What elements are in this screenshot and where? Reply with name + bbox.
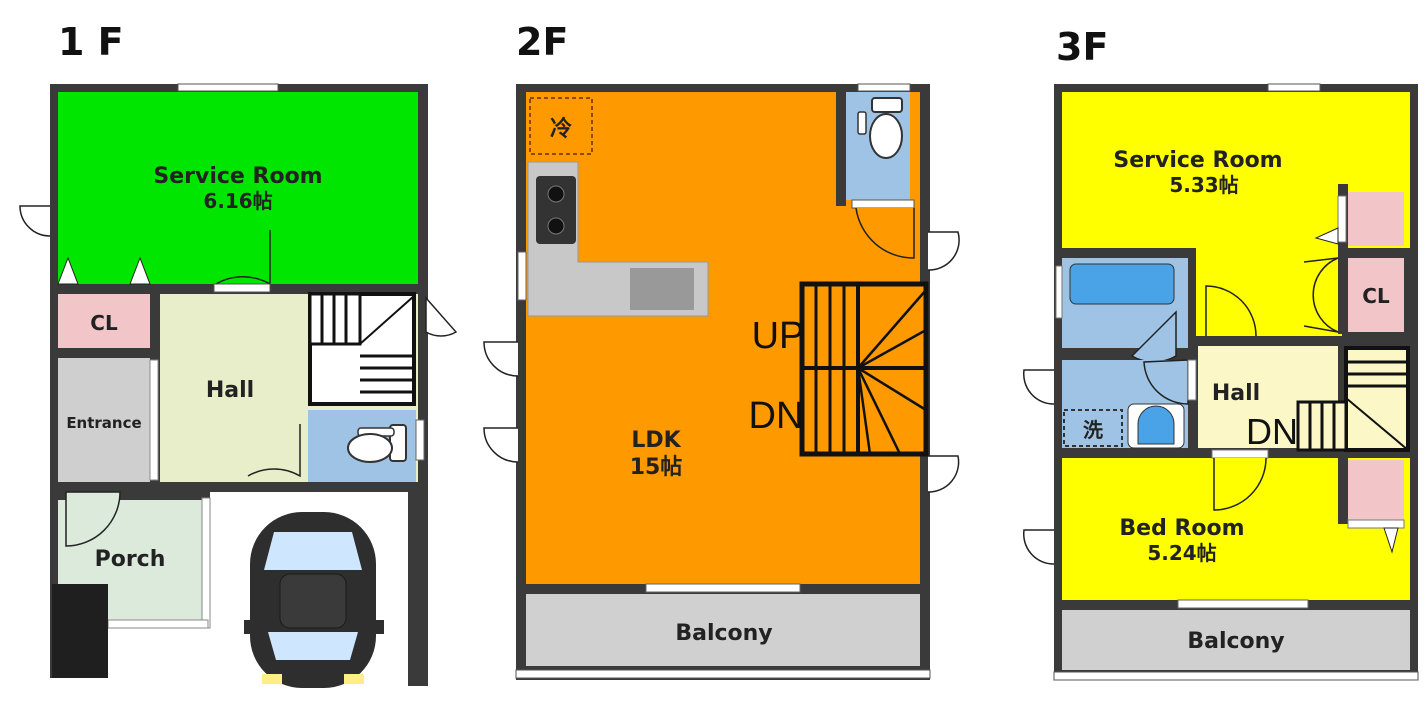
f1-closet-door-left[interactable] [57, 256, 79, 285]
sink-icon [630, 268, 694, 310]
f1-service-room [58, 92, 418, 284]
f1-porch-label: Porch [95, 547, 166, 572]
floor-2-title: 2F [516, 20, 568, 64]
f3-dn-label: DN [1246, 411, 1298, 452]
car-icon [244, 512, 384, 688]
f2-toilet-icon [857, 97, 903, 159]
f1-entrance-label: Entrance [66, 414, 141, 432]
floor-1-title: 1 F [58, 20, 124, 64]
f3-left-window-2 [1022, 529, 1055, 565]
f3-washer [1063, 409, 1123, 447]
f3-bed-door[interactable] [1213, 457, 1267, 511]
f1-window-top [177, 83, 279, 92]
f3-bed-room-size: 5.24帖 [1147, 541, 1216, 565]
floor-2: 2F 冷 UP DN [483, 20, 960, 680]
f2-left-window-1 [483, 341, 519, 377]
floor-3-title: 3F [1056, 25, 1108, 69]
f3-closet-label: CL [1362, 284, 1390, 308]
f1-toilet-icon [347, 424, 407, 463]
f2-left-window-2 [483, 427, 519, 463]
f3-closet [1348, 258, 1404, 332]
f2-fridge-label: 冷 [550, 116, 572, 142]
f1-toilet-door[interactable] [247, 424, 301, 478]
f2-up-label: UP [752, 315, 805, 357]
f1-hall-label: Hall [206, 378, 254, 403]
f3-left-window-1 [1022, 369, 1055, 405]
f3-washer-label: 洗 [1083, 418, 1103, 442]
f3-service-door[interactable] [1205, 285, 1257, 337]
stove-icon [536, 176, 576, 244]
f1-right-window [425, 296, 458, 337]
bathtub-icon [1069, 263, 1175, 305]
f1-service-room-size: 6.16帖 [203, 189, 272, 213]
f3-washroom-door[interactable] [1143, 359, 1189, 405]
f2-ldk-size: 15帖 [630, 455, 683, 480]
f2-right-window-1 [927, 231, 960, 271]
f1-storage-block [52, 584, 108, 678]
f1-entrance-main-door[interactable] [65, 491, 121, 547]
f2-balcony [526, 594, 920, 666]
f2-dn-label: DN [749, 395, 804, 437]
f3-balcony [1062, 610, 1410, 670]
floor-1: 1 F [19, 20, 458, 688]
f2-balcony-window [645, 583, 801, 593]
f3-balcony-label: Balcony [1187, 629, 1284, 654]
f2-ldk-name: LDK [631, 428, 681, 453]
f2-balcony-label: Balcony [675, 621, 772, 646]
f3-service-room-size: 5.33帖 [1169, 173, 1238, 197]
f1-entrance-door [149, 359, 159, 481]
f1-entrance [58, 358, 150, 482]
f2-toilet-door[interactable] [855, 207, 915, 259]
f1-closet-door-right[interactable] [129, 256, 151, 285]
f3-closet-upper [1348, 192, 1404, 246]
f1-closet [58, 294, 150, 348]
f3-bed-room-name: Bed Room [1119, 516, 1244, 541]
floor-3: 3F 洗 [1022, 25, 1419, 681]
f1-closet-label: CL [90, 311, 118, 335]
f2-right-window-2 [927, 455, 960, 493]
f3-bed-closet [1348, 460, 1404, 520]
f3-service-room-name: Service Room [1113, 148, 1282, 173]
f3-hall-label: Hall [1212, 381, 1260, 406]
f3-closet-door[interactable] [1312, 257, 1339, 333]
f2-fridge [529, 97, 593, 155]
f3-stairs [1344, 346, 1410, 452]
f1-side-door[interactable] [19, 205, 51, 237]
f1-service-room-name: Service Room [153, 164, 322, 189]
